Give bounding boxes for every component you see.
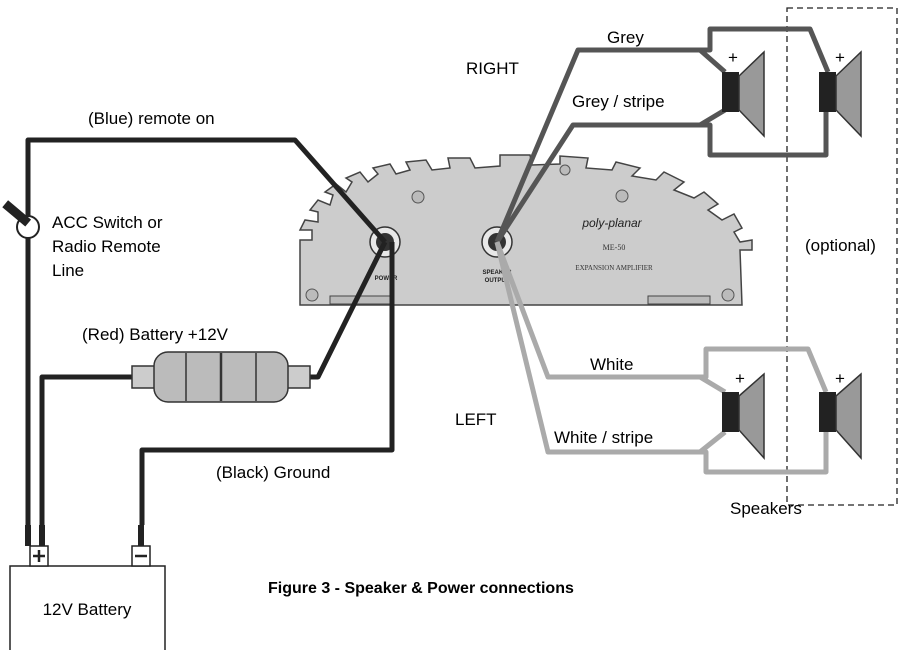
speaker-cone <box>835 50 862 138</box>
right-speaker-wires <box>494 26 831 244</box>
amp-model: ME-50 <box>603 243 626 252</box>
speaker-magnet <box>722 392 739 432</box>
acc-switch-lever <box>2 200 32 227</box>
white-stripe-wire <box>494 241 829 475</box>
optional-label: (optional) <box>805 236 876 255</box>
grey-wire-label: Grey <box>607 28 644 47</box>
optional-speakers-box <box>786 7 898 506</box>
speaker-magnet <box>722 72 739 112</box>
black-ground-wire <box>139 242 395 525</box>
amplifier-heatsink-body <box>298 154 753 306</box>
fuse-end-left <box>131 365 157 389</box>
grey-stripe-wire <box>494 110 829 244</box>
speaker-plus-label: + <box>735 369 745 388</box>
grey-wire <box>494 26 831 243</box>
amplifier-base-slot-left <box>329 295 393 305</box>
speaker-left-optional: + <box>819 369 862 460</box>
acc-switch <box>2 200 40 239</box>
white-wire-label: White <box>590 355 633 374</box>
grey-stripe-wire-label: Grey / stripe <box>572 92 665 111</box>
acc-label-line3: Line <box>52 261 84 280</box>
speaker-magnet <box>819 72 836 112</box>
speaker-right-optional: + <box>819 48 862 138</box>
screw-icon <box>721 288 735 302</box>
amp-speaker-label: SPEAKER <box>482 270 512 276</box>
power-wires <box>25 137 395 525</box>
speaker-magnet <box>819 392 836 432</box>
battery-wire-label: (Red) Battery +12V <box>82 325 229 344</box>
right-channel-label: RIGHT <box>466 59 519 78</box>
speakers-label: Speakers <box>730 499 802 518</box>
acc-label-line1: ACC Switch or <box>52 213 163 232</box>
battery: 12V Battery <box>9 525 166 650</box>
white-stripe-wire-label: White / stripe <box>554 428 653 447</box>
left-channel-label: LEFT <box>455 410 497 429</box>
acc-label-line2: Radio Remote <box>52 237 161 256</box>
battery-label: 12V Battery <box>43 600 132 619</box>
figure-caption: Figure 3 - Speaker & Power connections <box>268 580 574 597</box>
ground-wire-label: (Black) Ground <box>216 463 330 482</box>
white-wire <box>494 241 829 393</box>
screw-icon <box>411 190 425 204</box>
speaker-cone <box>835 372 862 460</box>
remote-wire-label: (Blue) remote on <box>88 109 215 128</box>
left-speaker-wires <box>494 241 829 475</box>
red-battery-wire-right <box>310 240 388 380</box>
fuse-end-right <box>285 365 311 389</box>
speaker-plus-label: + <box>728 48 738 67</box>
screw-icon <box>615 189 629 203</box>
blue-remote-wire <box>25 137 387 525</box>
speaker-left-main: + <box>722 369 765 460</box>
speaker-cone <box>738 372 765 460</box>
fuse-holder <box>131 351 311 403</box>
screw-icon <box>305 288 319 302</box>
red-battery-wire-left <box>39 374 132 525</box>
amp-brand: poly-planar <box>581 216 642 230</box>
amplifier-base-slot-right <box>647 295 711 305</box>
amp-subtitle: EXPANSION AMPLIFIER <box>575 264 653 272</box>
amp-power-label: POWER <box>375 276 398 282</box>
amp-output-label: OUTPUT <box>485 278 510 284</box>
amplifier: POWER SPEAKER OUTPUT poly-planar ME-50 E… <box>298 154 753 306</box>
speaker-right-main: + <box>722 48 765 138</box>
battery-body <box>9 565 166 650</box>
speaker-plus-label: + <box>835 48 845 67</box>
speaker-cone <box>738 50 765 138</box>
speaker-plus-label: + <box>835 369 845 388</box>
screw-icon <box>559 164 571 176</box>
